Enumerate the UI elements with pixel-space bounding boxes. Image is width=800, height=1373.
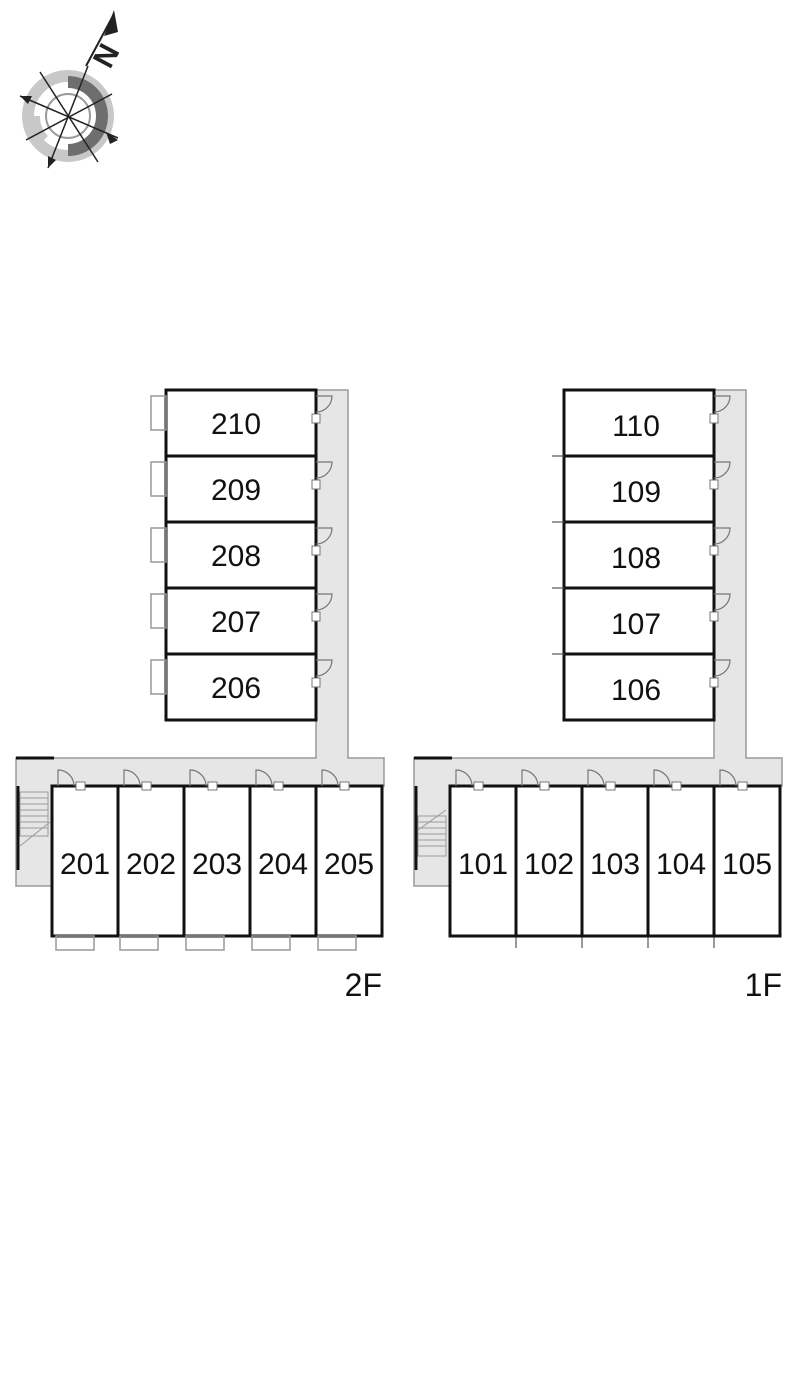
room-206: 206 xyxy=(150,652,333,722)
room-label: 202 xyxy=(126,848,176,881)
room-209: 209 xyxy=(150,454,333,524)
room-label: 110 xyxy=(612,410,660,443)
room-208: 208 xyxy=(150,520,333,590)
room-label: 109 xyxy=(611,476,661,509)
room-204: 204 xyxy=(248,769,318,951)
room-201: 201 xyxy=(50,769,120,951)
room-102: 102 xyxy=(514,769,584,948)
room-label: 204 xyxy=(258,848,308,881)
room-label: 210 xyxy=(211,408,261,441)
room-103: 103 xyxy=(580,769,650,948)
room-label: 105 xyxy=(722,848,772,881)
room-106: 106 xyxy=(552,652,731,722)
room-label: 103 xyxy=(590,848,640,881)
room-label: 207 xyxy=(211,606,261,639)
stairs-1f-icon xyxy=(414,756,452,870)
room-107: 107 xyxy=(552,586,731,656)
room-label: 101 xyxy=(458,848,508,881)
room-label: 102 xyxy=(524,848,574,881)
room-101: 101 xyxy=(448,769,518,948)
room-203: 203 xyxy=(182,769,252,951)
room-label: 104 xyxy=(656,848,706,881)
compass-north-label: N xyxy=(87,39,126,74)
compass-rose-icon xyxy=(19,10,119,169)
room-205: 205 xyxy=(314,769,384,951)
room-207: 207 xyxy=(150,586,333,656)
stairs-2f-icon xyxy=(16,756,54,870)
room-210: 210 xyxy=(150,388,333,458)
room-202: 202 xyxy=(116,769,186,951)
room-label: 205 xyxy=(324,848,374,881)
room-label: 108 xyxy=(611,542,661,575)
compass: N xyxy=(19,10,126,169)
floor-2f-plan: 210 209 208 207 206 xyxy=(15,388,385,1003)
room-105: 105 xyxy=(712,769,782,938)
floor-1f-plan: 110 109 108 107 106 xyxy=(413,388,783,1003)
room-label: 201 xyxy=(60,848,110,881)
room-label: 107 xyxy=(611,608,661,641)
floor-label-1f: 1F xyxy=(745,967,782,1003)
room-110: 110 xyxy=(562,388,731,458)
room-104: 104 xyxy=(646,769,716,948)
room-label: 208 xyxy=(211,540,261,573)
room-label: 203 xyxy=(192,848,242,881)
room-label: 106 xyxy=(611,674,661,707)
room-label: 209 xyxy=(211,474,261,507)
room-108: 108 xyxy=(552,520,731,590)
room-label: 206 xyxy=(211,672,261,705)
room-109: 109 xyxy=(552,454,731,524)
floor-label-2f: 2F xyxy=(345,967,382,1003)
